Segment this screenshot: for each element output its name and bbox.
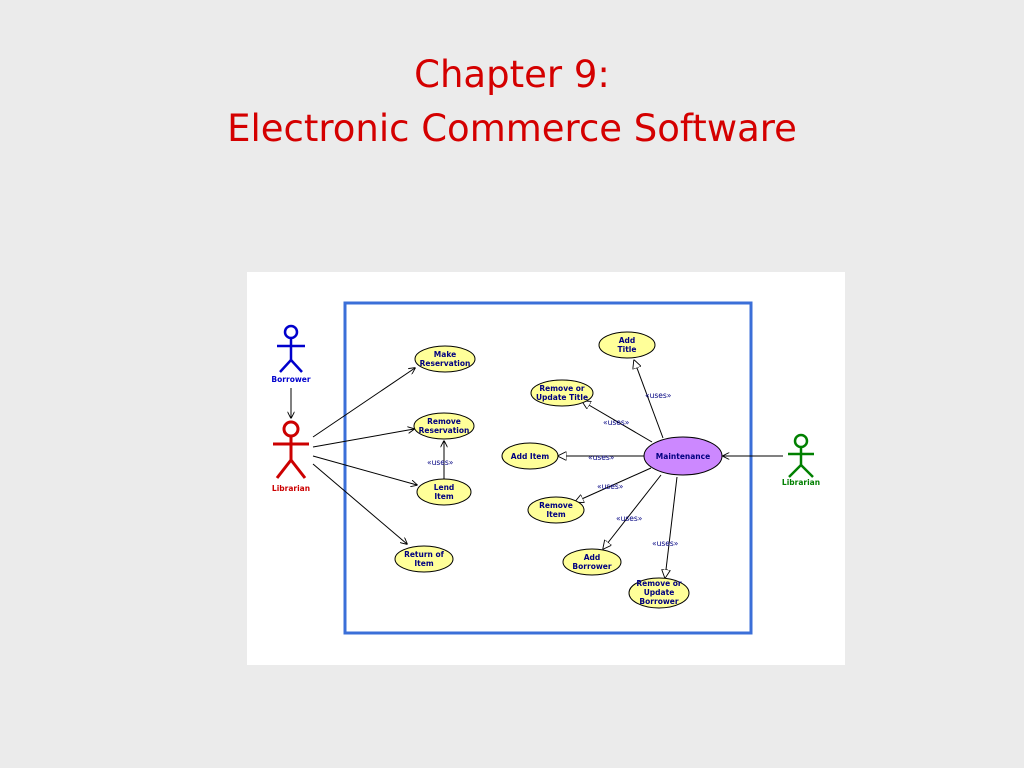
remove-item-line-2: Item	[546, 510, 565, 519]
use-case-remove-update-borrower: Remove or Update Borrower	[628, 577, 690, 609]
uses-label-lend: «uses»	[427, 458, 454, 467]
use-case-maintenance: Maintenance	[643, 436, 723, 476]
use-case-add-item: Add Item	[501, 442, 559, 470]
uses-label-remove-item: «uses»	[597, 482, 624, 491]
use-case-return-of-item: Return of Item	[394, 545, 454, 573]
maintenance-to-remove-item-line	[575, 467, 652, 502]
uses-labels: «uses» «uses» «uses» «uses» «uses» «uses…	[427, 391, 679, 548]
librarian-to-lend-item-line	[312, 455, 417, 485]
remove-update-title-line-2: Update Title	[536, 393, 588, 402]
add-borrower-line-1: Add	[584, 553, 601, 562]
lend-item-line-1: Lend	[434, 483, 455, 492]
system-boundary	[343, 301, 753, 635]
use-case-add-title: Add Title	[598, 331, 656, 359]
use-case-remove-update-title: Remove or Update Title	[530, 379, 594, 407]
add-borrower-line-2: Borrower	[572, 562, 611, 571]
make-reservation-line-2: Reservation	[420, 359, 471, 368]
title-line-1: Chapter 9:	[414, 53, 610, 96]
librarian-to-return-item-line	[312, 463, 407, 544]
slide-title: Chapter 9: Electronic Commerce Software	[0, 48, 1024, 156]
return-of-item-line-2: Item	[414, 559, 433, 568]
lend-item-line-2: Item	[434, 492, 453, 501]
add-title-line-1: Add	[619, 336, 636, 345]
uses-label-add-title: «uses»	[645, 391, 672, 400]
return-of-item-line-1: Return of	[404, 550, 445, 559]
librarian-left-actor	[273, 420, 309, 479]
use-case-add-borrower: Add Borrower	[562, 548, 622, 576]
remove-reservation-line-1: Remove	[427, 417, 461, 426]
add-title-line-2: Title	[618, 345, 637, 354]
remove-item-line-1: Remove	[539, 501, 573, 510]
librarian-right-label: Librarian	[782, 478, 820, 487]
use-case-remove-item: Remove Item	[527, 496, 585, 524]
uses-label-remove-borrower: «uses»	[652, 539, 679, 548]
remove-update-borrower-line-3: Borrower	[639, 597, 678, 606]
remove-reservation-line-2: Reservation	[419, 426, 470, 435]
librarian-right-actor	[788, 433, 814, 478]
maintenance-to-add-borrower-line	[603, 474, 662, 549]
make-reservation-line-1: Make	[434, 350, 456, 359]
librarian-left-label: Librarian	[272, 484, 310, 493]
remove-update-title-line-1: Remove or	[539, 384, 585, 393]
add-item-line-1: Add Item	[511, 452, 550, 461]
uses-label-remove-title: «uses»	[603, 418, 630, 427]
use-case-diagram: «uses» «uses» «uses» «uses» «uses» «uses…	[247, 272, 845, 665]
librarian-to-remove-reservation-line	[312, 429, 414, 448]
uses-label-add-borrower: «uses»	[616, 514, 643, 523]
right-associations	[558, 360, 783, 578]
remove-update-borrower-line-2: Update	[644, 588, 675, 597]
maintenance-to-add-title-line	[634, 360, 664, 439]
left-associations	[291, 368, 444, 544]
use-case-remove-reservation: Remove Reservation	[413, 412, 475, 440]
uses-label-add-item: «uses»	[588, 453, 615, 462]
use-case-make-reservation: Make Reservation	[414, 345, 476, 373]
borrower-actor	[277, 324, 305, 373]
title-line-2: Electronic Commerce Software	[227, 107, 797, 150]
maintenance-to-remove-update-title-line	[582, 401, 653, 443]
maintenance-line-1: Maintenance	[656, 452, 710, 461]
diagram-canvas: «uses» «uses» «uses» «uses» «uses» «uses…	[271, 301, 820, 635]
maintenance-to-remove-update-borrower-line	[665, 476, 678, 578]
borrower-label: Borrower	[271, 375, 310, 384]
use-case-lend-item: Lend Item	[416, 478, 472, 506]
remove-update-borrower-line-1: Remove or	[636, 579, 682, 588]
librarian-to-make-reservation-line	[312, 368, 415, 438]
